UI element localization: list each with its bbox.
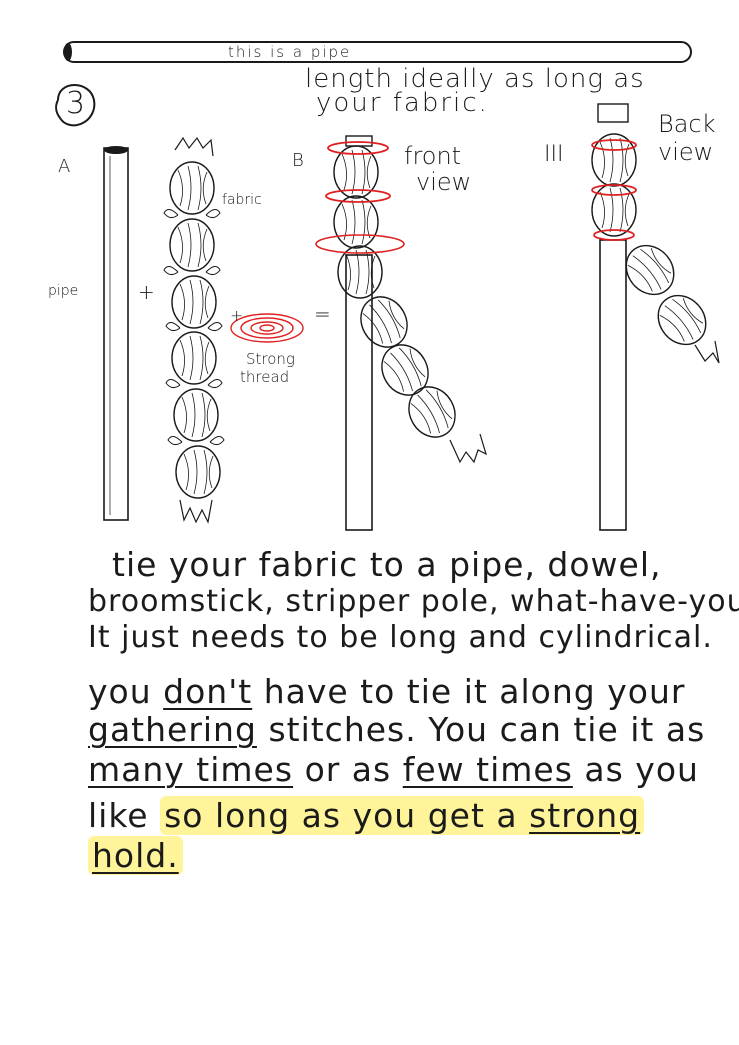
text-like: like: [88, 796, 149, 835]
text-or-as: or as: [304, 750, 392, 789]
fabric-drawing-a: [163, 136, 225, 524]
thread-ties-b: [315, 141, 405, 254]
text-as-you: as you: [584, 750, 699, 789]
thread-label-line2: thread: [240, 368, 290, 386]
thread-ties-c: [591, 139, 637, 241]
highlight-so-long: so long as you get a strong: [160, 796, 645, 835]
step-number-circle: [55, 84, 96, 127]
text-have-to-tie: have to tie it along your: [263, 672, 686, 711]
pipe-side-label: pipe: [48, 283, 79, 299]
text-dont-underlined: don't: [163, 672, 253, 711]
text-hold-highlighted: hold.: [88, 836, 183, 875]
pipe-drawing-horizontal: [63, 41, 692, 63]
text-strong-underlined: strong: [529, 796, 641, 835]
pipe-drawing-a: [103, 146, 129, 521]
thread-label-line1: Strong: [246, 350, 295, 368]
instruction-line-2: broomstick, stripper pole, what-have-you…: [88, 584, 739, 619]
instruction-p2-line-4: like so long as you get a strong: [88, 796, 645, 835]
panel-a-letter: A: [58, 156, 71, 177]
thread-spiral-drawing: [230, 313, 304, 343]
plus-sign-2: +: [230, 306, 244, 325]
text-few-times-underlined: few times: [402, 750, 573, 789]
instruction-line-3: It just needs to be long and cylindrical…: [88, 620, 713, 655]
length-note-line2: your fabric.: [316, 88, 489, 118]
text-so-long: so long as you get a: [164, 796, 518, 835]
plus-sign-1: +: [138, 280, 155, 304]
instruction-p2-line-3: many times or as few times as you: [88, 750, 699, 789]
text-you: you: [88, 672, 152, 711]
panel-b-view-line1: front: [404, 142, 462, 170]
text-many-times-underlined: many times: [88, 750, 294, 789]
text-gathering-underlined: gathering: [88, 710, 257, 749]
fabric-drawing-b: [333, 145, 487, 464]
panel-c-view-line2: view: [658, 138, 714, 166]
panel-b-letter: B: [292, 150, 304, 171]
instruction-line-1: tie your fabric to a pipe, dowel,: [112, 545, 662, 584]
panel-c-view-line1: Back: [658, 110, 716, 138]
instruction-p2-line-1: you don't have to tie it along your: [88, 672, 685, 711]
instruction-p2-line-2: gathering stitches. You can tie it as: [88, 710, 705, 749]
pipe-drawing-b: [345, 135, 373, 531]
instruction-p2-line-5: hold.: [88, 836, 183, 875]
equals-sign: =: [314, 302, 331, 326]
fabric-drawing-c: [591, 133, 720, 364]
step-number: 3: [66, 86, 86, 121]
panel-c-letter: III: [544, 142, 564, 167]
pipe-label: this is a pipe: [228, 43, 352, 61]
text-stitches: stitches. You can tie it as: [268, 710, 706, 749]
length-note-line1: length ideally as long as: [305, 64, 645, 94]
panel-b-view-line2: view: [416, 168, 472, 196]
fabric-label: fabric: [222, 192, 262, 208]
